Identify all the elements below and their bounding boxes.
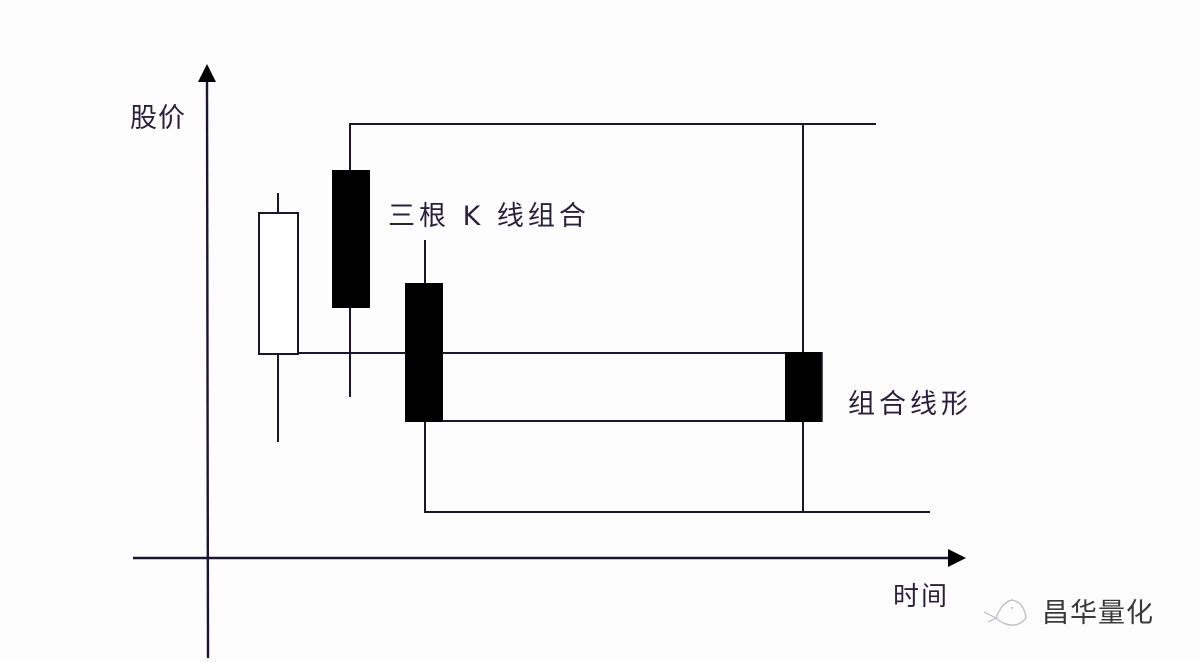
wechat-fish-icon [983, 599, 1027, 626]
candle-2-black [332, 123, 370, 397]
x-axis-arrow-icon [948, 549, 966, 567]
combined-candle-annotation: 组合线形 [848, 389, 972, 420]
y-axis-arrow-icon [198, 64, 216, 82]
candle-1-white [258, 193, 299, 442]
candle-3-black [405, 240, 443, 513]
y-axis [205, 79, 210, 659]
watermark-text: 昌华量化 [1042, 598, 1154, 629]
y-axis-label: 股价 [130, 103, 186, 134]
combined-candle-black [785, 123, 823, 513]
three-candles-annotation: 三根 K 线组合 [388, 201, 590, 232]
x-axis-label: 时间 [893, 582, 950, 612]
